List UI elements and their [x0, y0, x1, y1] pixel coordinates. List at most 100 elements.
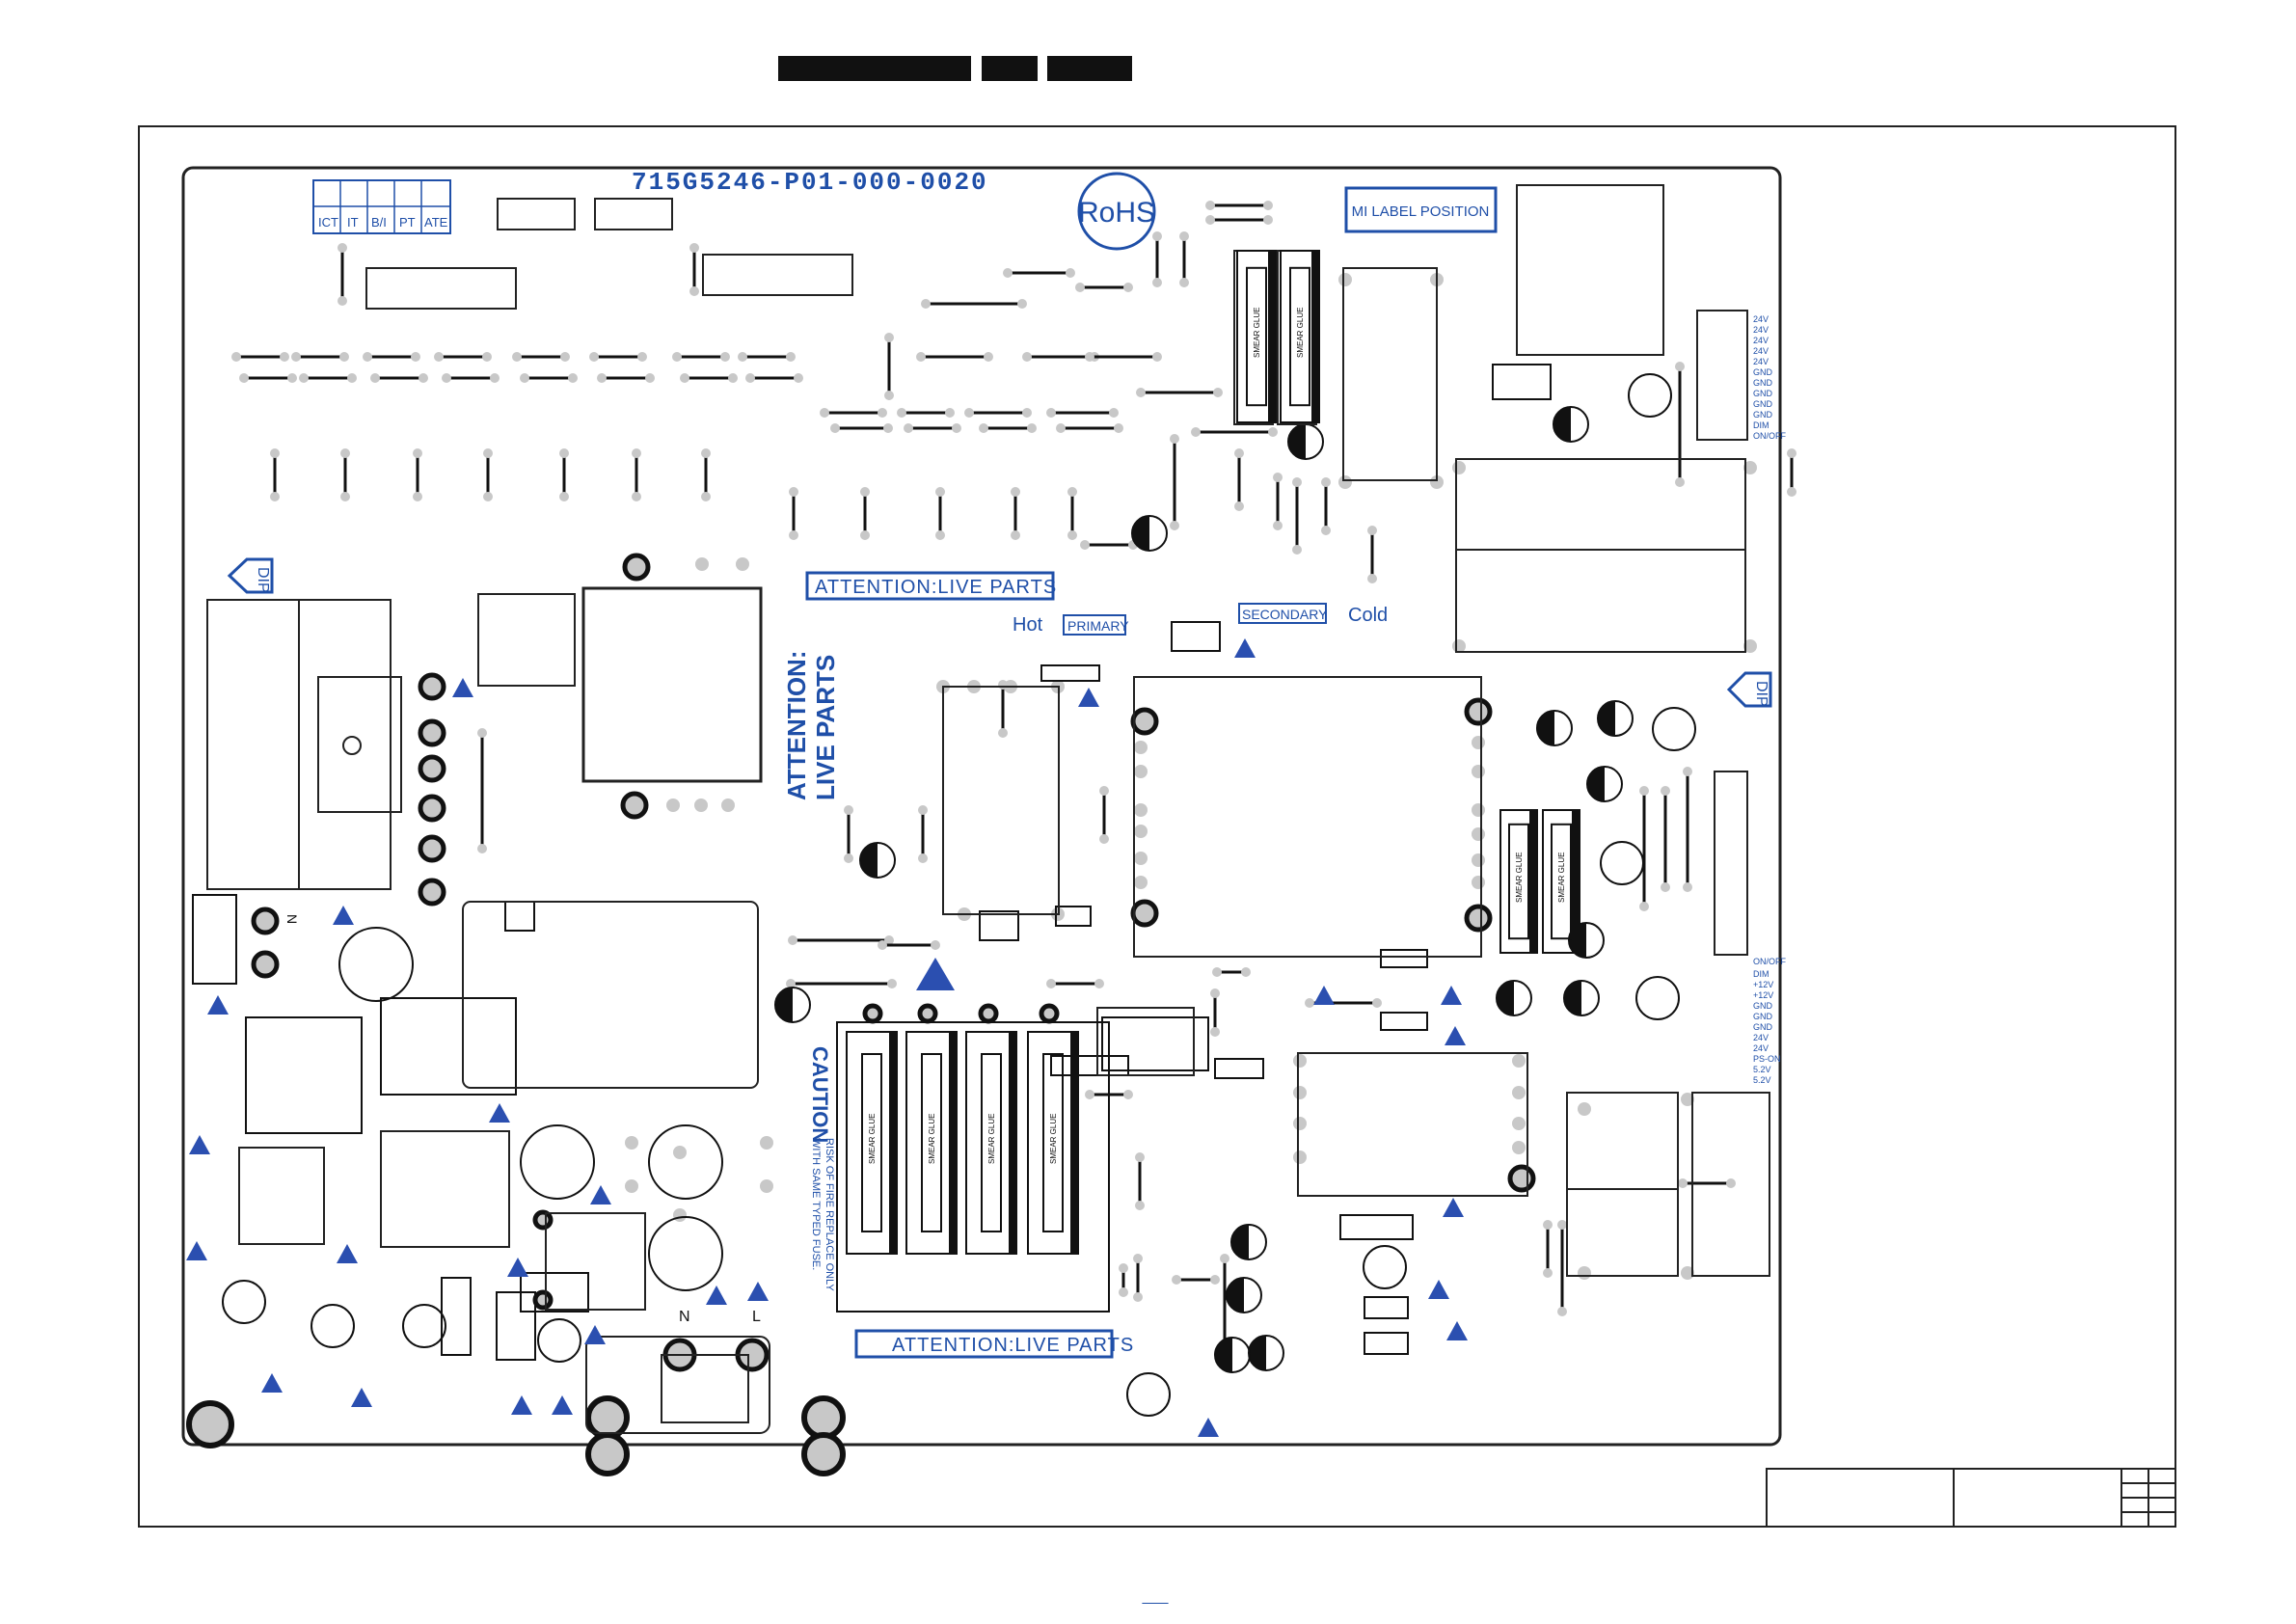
pad — [186, 1400, 234, 1448]
pad — [801, 1395, 846, 1440]
secondary-cold: SECONDARY Cold — [1238, 603, 1388, 626]
component-outline — [192, 894, 237, 985]
pad — [862, 1003, 883, 1024]
svg-text:DIP: DIP — [1753, 681, 1769, 707]
pad — [637, 352, 647, 362]
capacitor-polarity — [1227, 1278, 1244, 1313]
svg-text:CAUTION: CAUTION — [808, 1046, 832, 1143]
glue-component-band — [1311, 251, 1319, 422]
pad — [935, 530, 945, 540]
pad — [945, 408, 955, 418]
pad — [917, 1003, 938, 1024]
warning-triangle-icon — [1446, 1321, 1468, 1340]
pad — [878, 408, 887, 418]
pad — [918, 805, 928, 815]
dip-left-arrow: DIP — [227, 557, 274, 594]
svg-text:Cold: Cold — [1348, 605, 1388, 626]
pad — [1011, 487, 1020, 497]
pad — [299, 373, 309, 383]
svg-text:PRIMARY: PRIMARY — [1067, 618, 1129, 634]
pad — [520, 373, 529, 383]
pad — [1011, 530, 1020, 540]
component-outline — [380, 997, 517, 1096]
pad — [1134, 765, 1148, 778]
pad — [1543, 1220, 1553, 1230]
svg-text:WITH SAME TYPED FUSE.: WITH SAME TYPED FUSE. — [810, 1138, 822, 1270]
pad — [1205, 215, 1215, 225]
pad — [1472, 853, 1485, 867]
pin-label: GND — [1753, 1022, 1773, 1032]
pad — [1152, 352, 1162, 362]
component-outline — [1339, 1214, 1414, 1240]
capacitor-polarity — [1587, 767, 1605, 801]
pad — [1472, 876, 1485, 889]
pad — [1234, 448, 1244, 458]
warning-triangle-icon — [590, 1185, 611, 1204]
pad — [1134, 825, 1148, 838]
pad — [789, 487, 798, 497]
svg-text:ATTENTION:LIVE PARTS: ATTENTION:LIVE PARTS — [892, 1335, 1134, 1356]
pad — [666, 798, 680, 812]
pin-label: 5.2V — [1753, 1065, 1771, 1074]
pad — [1464, 904, 1493, 933]
pad — [1067, 530, 1077, 540]
rohs-mark: RoHS — [1077, 172, 1156, 251]
pad — [1099, 834, 1109, 844]
glue-component-band — [1070, 1032, 1078, 1254]
attention-bottom: ATTENTION:LIVE PARTS — [854, 1329, 1134, 1359]
pad — [585, 1395, 630, 1440]
hazard-triangle-icon — [916, 958, 955, 990]
pad — [1263, 201, 1273, 210]
test-grid-cell: ATE — [424, 215, 448, 230]
pad — [1135, 1152, 1145, 1162]
glue-label: SMEAR GLUE — [987, 1114, 996, 1164]
pad — [1557, 1220, 1567, 1230]
component-outline — [1040, 664, 1100, 682]
pad — [632, 448, 641, 458]
pad — [673, 1208, 687, 1222]
pad — [1119, 1263, 1128, 1273]
svg-text:MI LABEL POSITION: MI LABEL POSITION — [1352, 203, 1490, 220]
pad — [844, 805, 853, 815]
pin-label: 24V — [1753, 346, 1769, 356]
pad — [340, 492, 350, 501]
pad — [477, 728, 487, 738]
pad — [1726, 1178, 1736, 1188]
glue-label: SMEAR GLUE — [1296, 308, 1305, 358]
component-outline — [504, 901, 535, 932]
pad — [1578, 1102, 1591, 1116]
pad — [597, 373, 607, 383]
pad — [1085, 352, 1094, 362]
pin-label: GND — [1753, 378, 1773, 388]
pad — [860, 530, 870, 540]
component-outline — [1363, 1245, 1407, 1289]
glue-label: SMEAR GLUE — [928, 1114, 936, 1164]
warning-triangle-icon — [189, 1135, 210, 1154]
redaction-bar — [1047, 56, 1132, 81]
pad — [251, 950, 280, 979]
pad — [632, 492, 641, 501]
pad — [1136, 388, 1146, 397]
pad — [1321, 477, 1331, 487]
glue-component-core — [1042, 1053, 1064, 1232]
pad — [1639, 902, 1649, 911]
pad — [689, 243, 699, 253]
capacitor-polarity — [1132, 516, 1149, 551]
pad — [1367, 574, 1377, 583]
pad — [340, 448, 350, 458]
pad — [625, 1179, 638, 1193]
pad — [418, 754, 446, 783]
component-outline — [402, 1304, 446, 1348]
pcb-outline — [181, 166, 1782, 1447]
pad — [291, 352, 301, 362]
pad — [1134, 741, 1148, 754]
pad — [512, 352, 522, 362]
pin-label: ON/OFF — [1753, 957, 1786, 966]
pin-label: 24V — [1753, 357, 1769, 366]
pad — [1080, 540, 1090, 550]
warning-triangle-icon — [507, 1258, 528, 1277]
pad — [1213, 388, 1223, 397]
pad — [1675, 477, 1685, 487]
pad — [1472, 827, 1485, 841]
